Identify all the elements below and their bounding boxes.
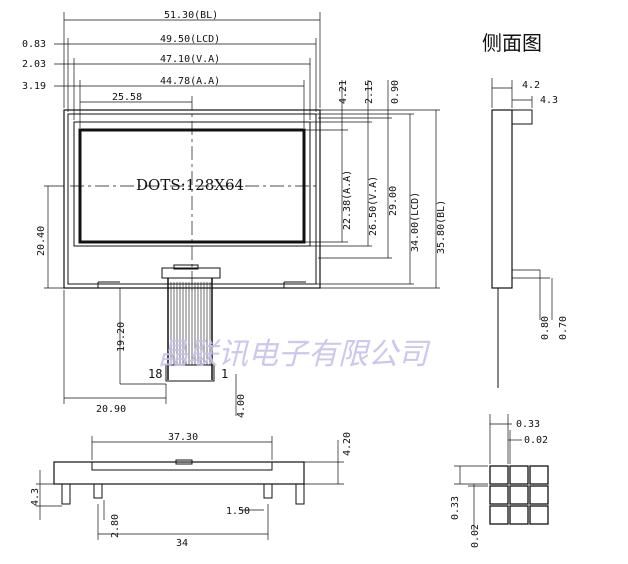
dim-aa-width: 44.78(A.A) bbox=[160, 76, 220, 87]
dim-aa-height: 22.38(A.A) bbox=[342, 170, 353, 230]
fpc-header bbox=[161, 267, 221, 279]
side-module-body bbox=[491, 109, 513, 289]
dim-top-offset-3: 0.90 bbox=[390, 80, 401, 104]
dim-fpc-contact: 4.00 bbox=[236, 394, 247, 418]
fpc-contacts bbox=[165, 364, 215, 382]
side-dim-1: 4.2 bbox=[522, 80, 540, 91]
side-dim-2: 4.3 bbox=[540, 95, 558, 106]
bottom-fpc bbox=[175, 459, 193, 465]
bottom-dim-pin-offset: 2.80 bbox=[110, 514, 121, 538]
dim-lcd-width: 49.50(LCD) bbox=[160, 34, 220, 45]
dim-va-width: 47.10(V.A) bbox=[160, 54, 220, 65]
side-lcd-step bbox=[511, 109, 533, 125]
dim-bl-width: 51.30(BL) bbox=[164, 10, 218, 21]
lcd-dots-label: DOTS:128X64 bbox=[136, 176, 244, 194]
dim-lcd-height: 34.00(LCD) bbox=[410, 192, 421, 252]
dim-va-offset: 2.03 bbox=[22, 59, 46, 70]
pixel-dim-height: 0.33 bbox=[450, 496, 461, 520]
bottom-dim-height: 4.20 bbox=[342, 432, 353, 456]
dim-aa-center: 25.58 bbox=[112, 92, 142, 103]
fpc-marker bbox=[173, 264, 199, 270]
dim-top-offset-1: 4.21 bbox=[338, 80, 349, 104]
dim-aa-offset: 3.19 bbox=[22, 81, 46, 92]
pixel-dim-vgap: 0.02 bbox=[470, 524, 481, 548]
pin-label-last: 18 bbox=[148, 367, 162, 381]
bottom-lcd-strip bbox=[91, 461, 273, 471]
pixel-dim-width: 0.33 bbox=[516, 419, 540, 430]
dim-fpc-length: 19.20 bbox=[116, 322, 127, 352]
dim-va-height: 26.50(V.A) bbox=[368, 176, 379, 236]
bottom-dim-pin-height: 4.3 bbox=[30, 488, 41, 506]
bottom-dim-width: 37.30 bbox=[168, 432, 198, 443]
dim-left-20-40: 20.40 bbox=[36, 226, 47, 256]
pixel-detail: 0.33 0.02 0.33 0.02 bbox=[450, 414, 549, 548]
bottom-dim-pin-width: 1.50 bbox=[226, 506, 250, 517]
dim-29: 29.00 bbox=[388, 186, 399, 216]
side-view: 侧面图 4.2 4.3 0.80 0.70 bbox=[482, 31, 569, 388]
side-dim-4: 0.70 bbox=[558, 316, 569, 340]
pin-label-first: 1 bbox=[221, 367, 228, 381]
company-watermark: 晶联讯电子有限公司 bbox=[158, 337, 431, 372]
front-view: 18 1 DOTS:128X64 51.30(BL) 0.83 49.50(LC… bbox=[22, 10, 447, 418]
bottom-dim-pin-span: 34 bbox=[176, 538, 188, 549]
side-view-title: 侧面图 bbox=[482, 31, 542, 55]
dim-bl-lcd-offset: 0.83 bbox=[22, 39, 46, 50]
dim-bl-height: 35.80(BL) bbox=[436, 200, 447, 254]
bottom-view: 37.30 4.20 4.3 2.80 1.50 34 bbox=[30, 432, 353, 549]
side-dim-3: 0.80 bbox=[540, 316, 551, 340]
dim-fpc-left: 20.90 bbox=[96, 404, 126, 415]
pixel-dim-gap: 0.02 bbox=[524, 435, 548, 446]
dim-top-offset-2: 2.15 bbox=[364, 80, 375, 104]
